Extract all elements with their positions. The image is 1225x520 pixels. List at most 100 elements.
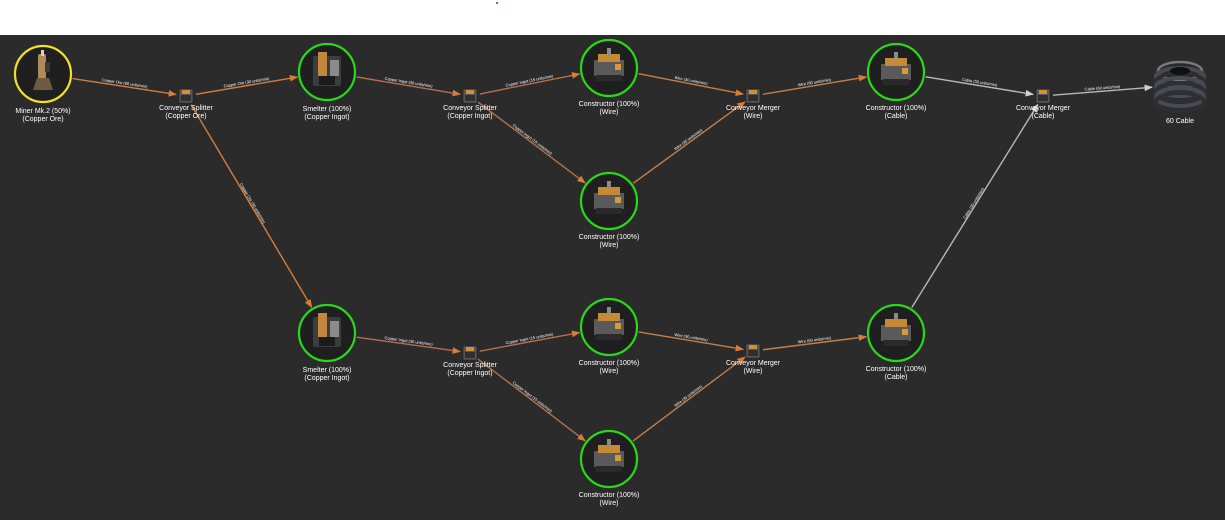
node-label: Constructor (100%) — [579, 360, 640, 367]
edge-label: Cable (30 units/min) — [962, 186, 985, 220]
node-smelt2[interactable]: Smelter (100%)(Copper Ingot) — [297, 303, 357, 382]
edge-line[interactable] — [72, 77, 177, 97]
edge-line[interactable] — [356, 76, 461, 97]
edge-split3-cons4[interactable]: Copper Ingot (15 units/min) — [479, 330, 581, 352]
node-cable[interactable]: 60 Cable — [1154, 60, 1206, 125]
production-graph[interactable]: Copper Ore (60 units/min) Copper Ore (30 … — [0, 35, 1225, 520]
node-merge1[interactable]: Conveyor Merger(Wire) — [726, 88, 781, 120]
nodes-layer: Miner Mk.2 (50%)(Copper Ore)Conveyor Spl… — [13, 38, 1206, 507]
edge-cons3-merge3[interactable]: Cable (30 units/min) — [925, 76, 1034, 97]
edge-label: Wire (30 units/min) — [674, 75, 709, 86]
edge-split1-smelt1[interactable]: Copper Ore (30 units/min) — [195, 74, 299, 96]
edge-line[interactable] — [762, 334, 868, 351]
node-label: Smelter (100%) — [303, 367, 352, 374]
edge-label: Wire (30 units/min) — [674, 332, 709, 343]
node-label: (Copper Ore) — [165, 113, 206, 120]
edge-cons6-merge3[interactable]: Cable (30 units/min) — [911, 103, 1039, 308]
edge-line[interactable] — [190, 104, 313, 308]
cable-coil-icon — [1154, 60, 1206, 113]
edge-line[interactable] — [479, 330, 581, 352]
edge-cons2-merge1[interactable]: Wire (30 units/min) — [632, 101, 746, 184]
node-label: (Copper Ingot) — [304, 375, 349, 382]
edge-split2-cons1[interactable]: Copper Ingot (15 units/min) — [479, 72, 581, 95]
constructor-icon — [594, 48, 624, 81]
splitter-icon — [178, 88, 194, 104]
node-label: (Cable) — [885, 374, 908, 381]
constructor-icon — [881, 313, 911, 346]
node-label: (Copper Ingot) — [447, 370, 492, 377]
node-label: Conveyor Merger — [1016, 105, 1071, 112]
edge-line[interactable] — [477, 101, 586, 184]
edge-cons1-merge1[interactable]: Wire (30 units/min) — [638, 73, 745, 96]
edge-smelt2-split3[interactable]: Copper Ingot (30 units/min) — [356, 335, 461, 354]
edge-label: Wire (30 units/min) — [673, 127, 704, 151]
node-label: Smelter (100%) — [303, 106, 352, 113]
edge-label: Wire (60 units/min) — [797, 77, 832, 88]
node-split1[interactable]: Conveyor Splitter(Copper Ore) — [159, 88, 214, 120]
edge-line[interactable] — [925, 76, 1034, 97]
node-cons2[interactable]: Constructor (100%)(Wire) — [579, 171, 640, 249]
node-smelt1[interactable]: Smelter (100%)(Copper Ingot) — [297, 42, 357, 121]
constructor-icon — [881, 52, 911, 85]
smelter-icon — [313, 52, 341, 86]
edge-line[interactable] — [356, 336, 461, 354]
miner-icon — [33, 50, 53, 90]
node-label: Conveyor Splitter — [443, 362, 497, 369]
edge-label: Copper Ingot (30 units/min) — [384, 335, 433, 347]
edge-label: Copper Ore (30 units/min) — [223, 76, 270, 89]
edge-split2-cons2[interactable]: Copper Ingot (15 units/min) — [477, 101, 586, 184]
node-label: 60 Cable — [1166, 118, 1194, 125]
edge-cons5-merge2[interactable]: Wire (30 units/min) — [632, 356, 746, 442]
edge-merge2-cons6[interactable]: Wire (60 units/min) — [762, 334, 868, 351]
node-miner[interactable]: Miner Mk.2 (50%)(Copper Ore) — [13, 44, 73, 123]
edge-line[interactable] — [632, 101, 746, 184]
node-cons1[interactable]: Constructor (100%)(Wire) — [579, 38, 640, 116]
edge-line[interactable] — [762, 74, 868, 96]
node-label: Constructor (100%) — [579, 492, 640, 499]
edge-line[interactable] — [632, 356, 746, 442]
edge-line[interactable] — [638, 73, 745, 96]
edge-smelt1-split2[interactable]: Copper Ingot (30 units/min) — [356, 76, 461, 97]
edge-label: Copper Ore (30 units/min) — [239, 182, 267, 225]
constructor-icon — [594, 181, 624, 214]
node-cons5[interactable]: Constructor (100%)(Wire) — [579, 429, 640, 507]
node-merge3[interactable]: Conveyor Merger(Cable) — [1016, 88, 1071, 120]
edge-line[interactable] — [1052, 84, 1153, 96]
edge-line[interactable] — [911, 103, 1039, 308]
edge-split3-cons5[interactable]: Copper Ingot (15 units/min) — [477, 358, 586, 442]
edge-line[interactable] — [479, 72, 581, 95]
node-cons6[interactable]: Constructor (100%)(Cable) — [866, 303, 927, 381]
edge-cons4-merge2[interactable]: Wire (30 units/min) — [638, 331, 744, 352]
node-label: (Cable) — [1032, 113, 1055, 120]
node-label: (Wire) — [599, 500, 618, 507]
splitter-icon — [462, 345, 478, 361]
edge-label: Cable (30 units/min) — [962, 77, 999, 88]
edge-line[interactable] — [638, 331, 744, 352]
edge-line[interactable] — [477, 358, 586, 442]
node-split2[interactable]: Conveyor Splitter(Copper Ingot) — [443, 88, 498, 120]
node-cons3[interactable]: Constructor (100%)(Cable) — [866, 42, 927, 120]
node-merge2[interactable]: Conveyor Merger(Wire) — [726, 343, 781, 375]
node-label: Miner Mk.2 (50%) — [15, 108, 70, 115]
production-graph-canvas[interactable]: Copper Ore (60 units/min) Copper Ore (30 … — [0, 35, 1225, 520]
merger-icon — [745, 343, 761, 359]
node-label: Conveyor Splitter — [443, 105, 497, 112]
edge-label: Wire (30 units/min) — [673, 383, 703, 408]
node-label: Conveyor Merger — [726, 105, 781, 112]
edge-split1-smelt2[interactable]: Copper Ore (30 units/min) — [190, 104, 313, 308]
node-label: Constructor (100%) — [579, 234, 640, 241]
node-split3[interactable]: Conveyor Splitter(Copper Ingot) — [443, 345, 498, 377]
node-label: Constructor (100%) — [866, 105, 927, 112]
edges-layer: Copper Ore (60 units/min) Copper Ore (30 … — [72, 72, 1153, 442]
constructor-icon — [594, 307, 624, 340]
node-label: (Wire) — [599, 242, 618, 249]
edge-merge1-cons3[interactable]: Wire (60 units/min) — [762, 74, 868, 96]
edge-merge3-cable[interactable]: Cable (60 units/min) — [1052, 84, 1153, 96]
node-label: (Copper Ingot) — [447, 113, 492, 120]
node-label: Constructor (100%) — [866, 366, 927, 373]
node-cons4[interactable]: Constructor (100%)(Wire) — [579, 297, 640, 375]
edge-miner-split1[interactable]: Copper Ore (60 units/min) — [72, 77, 177, 97]
edge-line[interactable] — [195, 74, 299, 96]
splitter-icon — [462, 88, 478, 104]
merger-icon — [1035, 88, 1051, 104]
